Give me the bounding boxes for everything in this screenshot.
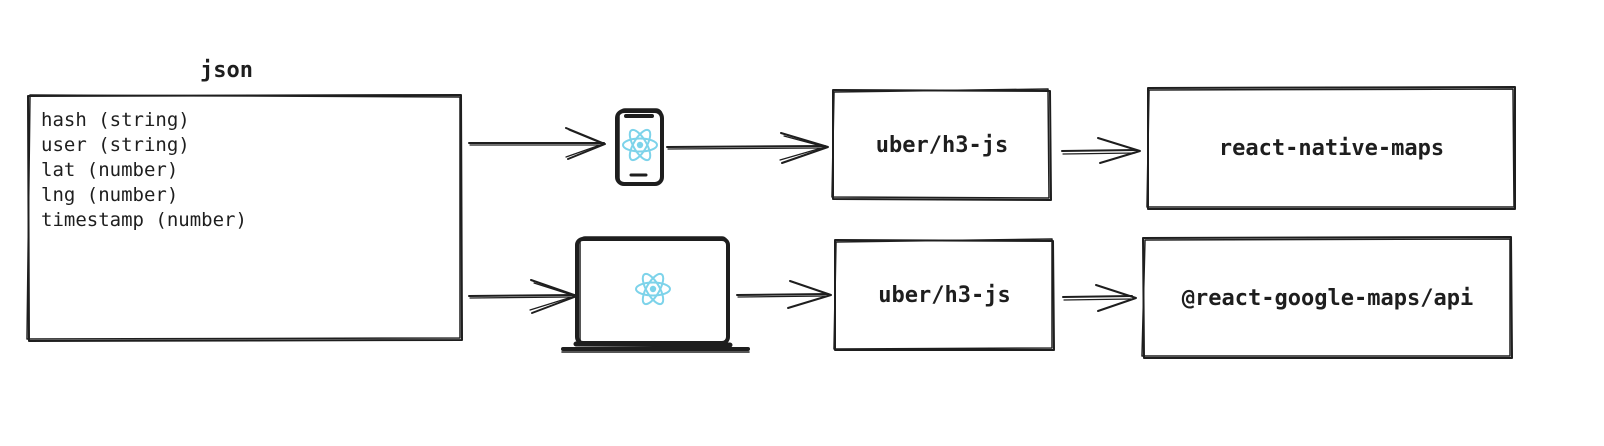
json-box: [26, 94, 463, 342]
json-field: hash (string): [41, 109, 190, 131]
json-field-list: hash (string) user (string) lat (number)…: [41, 108, 247, 233]
h3-label-top: uber/h3-js: [875, 132, 1009, 158]
h3-box-bottom: [833, 238, 1055, 351]
google-maps-label: @react-google-maps/api: [1181, 285, 1474, 311]
arrow-json-to-phone: [468, 127, 606, 160]
json-field: user (string): [41, 134, 190, 156]
phone-icon: [615, 108, 664, 186]
arrow-h3-to-native-maps: [1061, 137, 1141, 164]
h3-box-top: [831, 88, 1052, 201]
json-title: json: [200, 58, 253, 83]
react-logo-icon-phone: [622, 128, 658, 162]
h3-label-bottom: uber/h3-js: [878, 282, 1011, 308]
google-maps-box: [1141, 236, 1513, 359]
laptop-icon: [561, 236, 750, 353]
native-maps-label: react-native-maps: [1218, 136, 1445, 161]
native-maps-box: [1146, 86, 1516, 210]
json-field: timestamp (number): [41, 209, 247, 231]
arrow-laptop-to-h3-bottom: [736, 280, 832, 309]
arrow-phone-to-h3-top: [666, 132, 829, 164]
arrow-json-to-laptop: [468, 279, 578, 314]
arrow-h3-to-google-maps: [1062, 284, 1137, 312]
react-logo-icon-laptop: [635, 272, 671, 306]
json-field: lng (number): [41, 184, 179, 206]
json-field: lat (number): [41, 159, 179, 181]
